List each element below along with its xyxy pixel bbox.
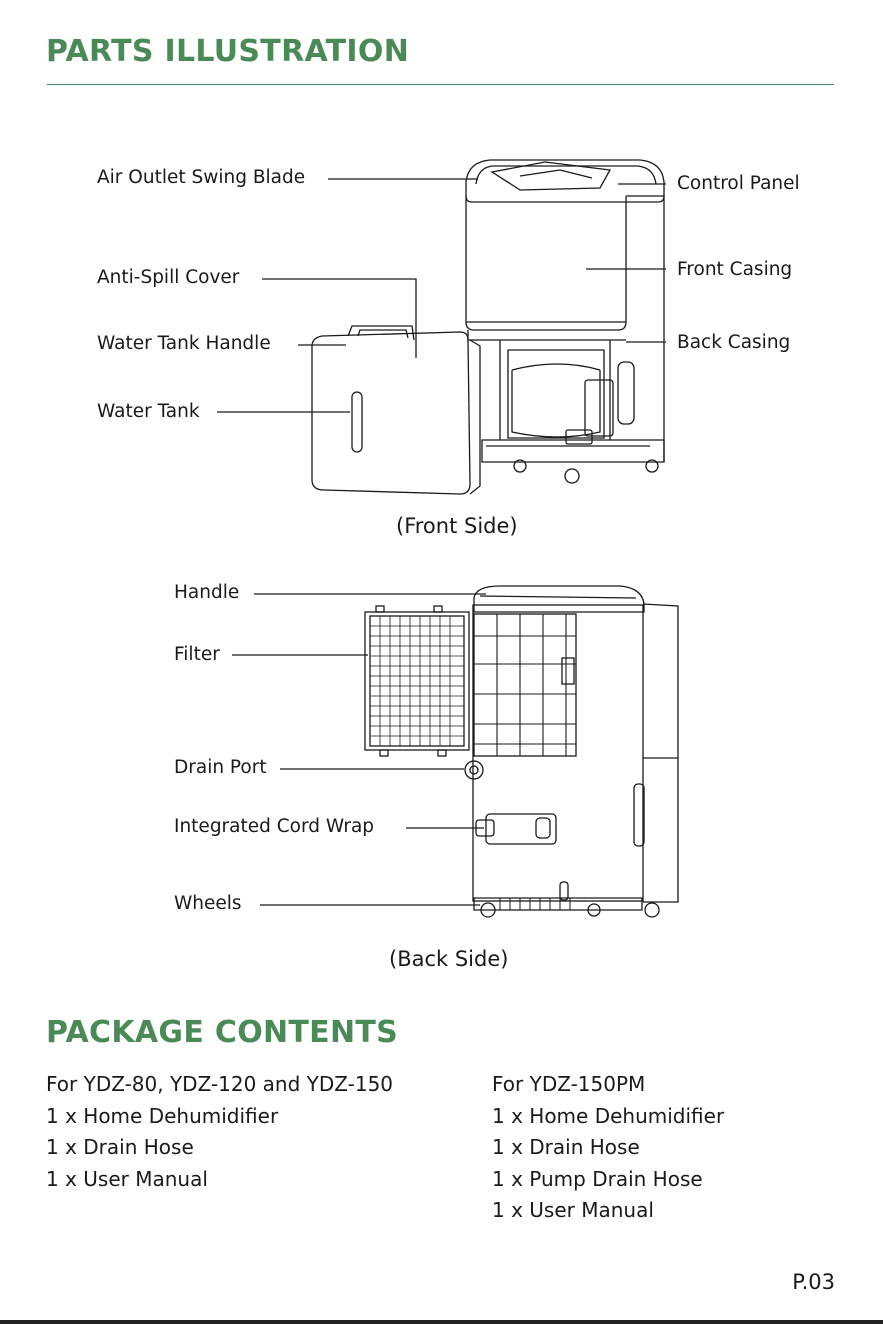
label-integrated-cord-wrap: Integrated Cord Wrap: [174, 816, 375, 837]
back-side-caption: (Back Side): [389, 947, 509, 971]
parts-illustration-heading: PARTS ILLUSTRATION: [46, 34, 410, 69]
bottom-rule: [0, 1320, 883, 1324]
label-anti-spill-cover: Anti-Spill Cover: [97, 267, 240, 288]
front-dehumidifier-illustration: [311, 159, 665, 495]
package-list-standard: For YDZ-80, YDZ-120 and YDZ-150 1 x Home…: [46, 1069, 393, 1195]
label-wheels: Wheels: [174, 893, 242, 914]
label-back-casing: Back Casing: [677, 332, 791, 353]
package-list-heading: For YDZ-80, YDZ-120 and YDZ-150: [46, 1072, 394, 1096]
label-control-panel: Control Panel: [677, 173, 800, 194]
list-item: 1 x Home Dehumidifier: [46, 1103, 279, 1128]
list-item: 1 x User Manual: [492, 1198, 654, 1222]
label-air-outlet-swing-blade: Air Outlet Swing Blade: [97, 167, 306, 188]
label-water-tank-handle: Water Tank Handle: [97, 333, 271, 354]
back-dehumidifier-illustration: [364, 585, 679, 918]
label-handle: Handle: [174, 582, 240, 603]
list-item: 1 x Pump Drain Hose: [492, 1166, 703, 1191]
label-filter: Filter: [174, 644, 220, 665]
label-drain-port: Drain Port: [174, 757, 267, 778]
heading-divider: [47, 84, 834, 85]
front-leader-lines: [217, 178, 666, 413]
list-item: 1 x Drain Hose: [46, 1135, 194, 1159]
list-item: 1 x Drain Hose: [492, 1135, 640, 1159]
list-item: 1 x Home Dehumidifier: [492, 1103, 725, 1128]
parts-illustration: [217, 159, 679, 918]
package-contents-heading: PACKAGE CONTENTS: [46, 1015, 399, 1050]
page-number: P.03: [792, 1270, 835, 1294]
back-leader-lines: [232, 593, 486, 906]
package-list-pump: For YDZ-150PM 1 x Home Dehumidifier 1 x …: [492, 1069, 724, 1227]
label-water-tank: Water Tank: [97, 401, 200, 422]
label-front-casing: Front Casing: [677, 259, 793, 280]
front-side-caption: (Front Side): [396, 514, 518, 538]
package-list-heading: For YDZ-150PM: [492, 1072, 646, 1096]
list-item: 1 x User Manual: [46, 1166, 208, 1191]
